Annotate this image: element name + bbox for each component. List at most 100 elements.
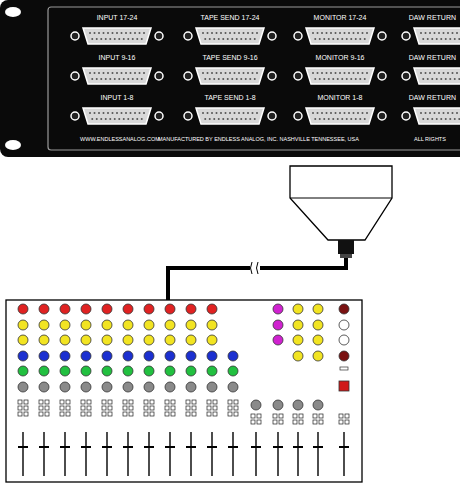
pin: [335, 72, 337, 74]
pin: [431, 38, 433, 40]
pin: [94, 112, 96, 114]
pin: [314, 78, 316, 80]
pin: [94, 32, 96, 34]
connector-shell: [196, 68, 264, 84]
pin: [225, 32, 227, 34]
db25-connector: [294, 28, 386, 44]
strain-relief: [340, 254, 352, 258]
knob: [123, 335, 133, 345]
mixer-body: [6, 300, 362, 482]
pin: [366, 32, 368, 34]
pin: [454, 38, 456, 40]
switch: [24, 412, 28, 416]
pin: [96, 78, 98, 80]
connector-shell: [196, 108, 264, 124]
pin: [350, 118, 352, 120]
knob: [102, 335, 112, 345]
pin: [229, 72, 231, 74]
fader-cap: [207, 446, 217, 448]
switch: [257, 420, 261, 424]
switch: [234, 406, 238, 410]
pin: [245, 38, 247, 40]
knob: [313, 400, 323, 410]
connector-shell: [414, 68, 460, 84]
pin: [344, 112, 346, 114]
cable-break: [250, 262, 260, 274]
pin: [353, 72, 355, 74]
pin: [220, 112, 222, 114]
pin: [321, 112, 323, 114]
switch: [165, 406, 169, 410]
connector-screw: [294, 72, 302, 80]
switch: [319, 420, 323, 424]
switch: [129, 400, 133, 404]
panel-label: INPUT 1-8: [101, 94, 134, 101]
connector-screw: [402, 72, 410, 80]
connector-screw: [155, 32, 163, 40]
pin: [364, 38, 366, 40]
fader-cap: [251, 446, 261, 448]
switch: [18, 406, 22, 410]
knob: [186, 335, 196, 345]
fader-track: [317, 432, 318, 476]
pin: [227, 38, 229, 40]
pin: [431, 118, 433, 120]
connector-screw: [184, 72, 192, 80]
pin: [355, 118, 357, 120]
pin: [91, 78, 93, 80]
pin: [249, 38, 251, 40]
connector-screw: [378, 112, 386, 120]
pin: [240, 38, 242, 40]
knob: [228, 366, 238, 376]
pin: [357, 32, 359, 34]
pin: [112, 72, 114, 74]
knob: [144, 304, 154, 314]
fader-track: [169, 432, 170, 476]
pin: [118, 78, 120, 80]
switch: [228, 412, 232, 416]
switch: [234, 400, 238, 404]
pin: [445, 78, 447, 80]
pin: [431, 78, 433, 80]
pin: [222, 78, 224, 80]
pin: [359, 78, 361, 80]
switch: [299, 414, 303, 418]
pin: [256, 32, 258, 34]
pin: [328, 38, 330, 40]
knob: [251, 400, 261, 410]
switch: [60, 400, 64, 404]
connector-screw: [294, 32, 302, 40]
pin: [109, 118, 111, 120]
pin: [337, 38, 339, 40]
pin: [346, 78, 348, 80]
pin: [109, 78, 111, 80]
pin: [125, 112, 127, 114]
knob: [102, 382, 112, 392]
knob: [18, 335, 28, 345]
pin: [216, 32, 218, 34]
pin: [213, 118, 215, 120]
pin: [425, 72, 427, 74]
switch: [186, 400, 190, 404]
pin: [100, 78, 102, 80]
pin: [211, 112, 213, 114]
pin: [139, 32, 141, 34]
pin: [447, 72, 449, 74]
knob: [123, 351, 133, 361]
pin: [452, 72, 454, 74]
pin: [234, 32, 236, 34]
knob: [339, 320, 349, 330]
pin: [319, 118, 321, 120]
connector-screw: [184, 112, 192, 120]
pin: [353, 112, 355, 114]
pin: [364, 118, 366, 120]
pin: [436, 78, 438, 80]
fader-track: [43, 432, 44, 476]
connector-shell: [83, 28, 151, 44]
pin: [204, 38, 206, 40]
fader-cap: [228, 446, 238, 448]
pin: [449, 78, 451, 80]
pin: [107, 32, 109, 34]
pin: [434, 112, 436, 114]
connector-shell: [83, 68, 151, 84]
